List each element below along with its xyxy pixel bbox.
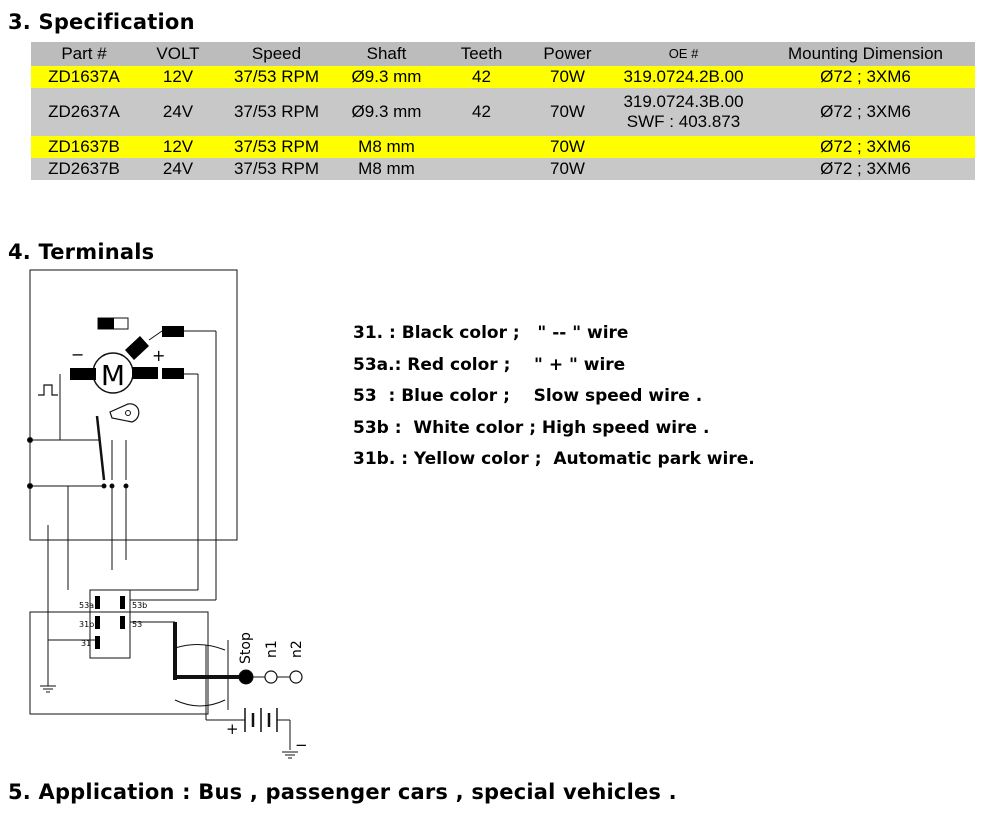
switch-label-stop: Stop <box>238 632 254 664</box>
cell-power: 70W <box>550 67 585 86</box>
brush-diagonal <box>125 336 149 360</box>
motor-minus-sign: − <box>71 345 84 364</box>
cell-power: 70W <box>550 102 585 121</box>
specification-heading: 3. Specification <box>8 10 195 34</box>
cell-speed: 37/53 RPM <box>233 67 320 86</box>
cell-speed: 37/53 RPM <box>233 159 320 178</box>
motor-plus-sign: + <box>152 346 165 365</box>
cell-shaft: M8 mm <box>358 159 415 178</box>
cell-mount: Ø72 ; 3XM6 <box>820 159 911 178</box>
switch-label-n2: n2 <box>289 640 305 658</box>
cell-volt: 12V <box>162 67 194 86</box>
motor-icon: M <box>92 352 134 394</box>
table-row: ZD2637B 24V 37/53 RPM M8 mm 70W Ø72 ; 3X… <box>31 158 975 180</box>
terminal-label-31b: 31b <box>79 620 94 629</box>
table-row: ZD1637B 12V 37/53 RPM M8 mm 70W Ø72 ; 3X… <box>31 136 975 158</box>
switch-n1-contact <box>264 670 278 684</box>
cell-mount: Ø72 ; 3XM6 <box>820 137 911 156</box>
cell-part: ZD1637A <box>48 67 120 86</box>
cell-oe <box>611 136 756 158</box>
wire-description: 53 : Blue color ; Slow speed wire . <box>353 386 703 406</box>
terminal-label-31: 31 <box>81 639 91 648</box>
oe-line: 319.0724.2B.00 <box>623 67 744 86</box>
cell-mount: Ø72 ; 3XM6 <box>820 67 911 86</box>
park-pulse-symbol <box>38 384 58 396</box>
brush-upper-right <box>162 326 184 337</box>
connector-module-box <box>29 611 209 715</box>
col-header-teeth: Teeth <box>460 44 503 63</box>
terminal-label-53a: 53a <box>79 601 94 610</box>
cell-power: 70W <box>550 137 585 156</box>
application-heading: 5. Application : Bus , passenger cars , … <box>8 780 677 804</box>
wire-color-list: 31. : Black color ; " -- " wire 53a.: Re… <box>353 320 755 478</box>
cell-part: ZD1637B <box>48 137 120 156</box>
cell-teeth <box>439 136 524 158</box>
cell-volt: 24V <box>162 102 194 121</box>
battery-icon <box>244 708 278 732</box>
battery-minus-sign: − <box>295 736 308 754</box>
wire-description: 31b. : Yellow color ; Automatic park wir… <box>353 449 755 469</box>
brush-left <box>70 368 96 380</box>
cell-shaft: Ø9.3 mm <box>351 67 422 86</box>
wiring-diagram: M − + 53a 53b 31b 53 31 <box>27 269 308 759</box>
cell-part: ZD2637A <box>48 102 120 121</box>
cell-volt: 12V <box>162 137 194 156</box>
table-row: ZD2637A 24V 37/53 RPM Ø9.3 mm 42 70W 319… <box>31 88 975 136</box>
wire-description: 53a.: Red color ; " + " wire <box>353 354 626 375</box>
switch-stop-contact <box>238 669 254 685</box>
table-row: ZD1637A 12V 37/53 RPM Ø9.3 mm 42 70W 319… <box>31 66 975 88</box>
col-header-mount: Mounting Dimension <box>788 44 943 63</box>
brush-far-right <box>162 368 184 379</box>
switch-label-n1: n1 <box>264 640 280 658</box>
motor-letter: M <box>101 359 125 392</box>
table-header-row: Part # VOLT Speed Shaft Teeth Power OE #… <box>31 42 975 66</box>
cell-volt: 24V <box>162 159 194 178</box>
col-header-shaft: Shaft <box>366 44 407 63</box>
cam-icon <box>109 403 140 423</box>
col-header-part: Part # <box>61 44 107 63</box>
col-header-oe: OE # <box>668 46 699 61</box>
brush-right <box>132 367 158 379</box>
cell-teeth: 42 <box>472 102 491 121</box>
cell-teeth: 42 <box>472 67 491 86</box>
col-header-volt: VOLT <box>156 44 200 63</box>
cell-part: ZD2637B <box>48 159 120 178</box>
cell-speed: 37/53 RPM <box>233 102 320 121</box>
col-header-speed: Speed <box>251 44 302 63</box>
terminals-heading: 4. Terminals <box>8 240 155 264</box>
cell-speed: 37/53 RPM <box>233 137 320 156</box>
terminal-label-53b: 53b <box>132 601 147 610</box>
wire-description: 31. : Black color ; " -- " wire <box>353 323 629 343</box>
cell-mount: Ø72 ; 3XM6 <box>820 102 911 121</box>
specification-table: Part # VOLT Speed Shaft Teeth Power OE #… <box>31 42 975 180</box>
cell-oe: 319.0724.2B.00 <box>611 66 756 88</box>
ground-icon <box>282 751 298 759</box>
cell-teeth <box>439 158 524 180</box>
connector-block <box>89 589 131 659</box>
oe-line: 319.0724.3B.00 <box>623 92 744 111</box>
ground-icon <box>40 680 56 693</box>
motor-housing-box <box>29 269 238 541</box>
cell-oe <box>611 158 756 180</box>
battery-plus-sign: + <box>226 720 239 738</box>
terminal-label-53: 53 <box>132 620 142 629</box>
wire-description: 53b : White color ; High speed wire . <box>353 417 710 438</box>
switch-n2-contact <box>289 670 303 684</box>
cell-power: 70W <box>550 159 585 178</box>
oe-line: SWF : 403.873 <box>626 112 741 131</box>
col-header-power: Power <box>543 44 592 63</box>
cell-shaft: M8 mm <box>358 137 415 156</box>
cell-shaft: Ø9.3 mm <box>351 102 422 121</box>
